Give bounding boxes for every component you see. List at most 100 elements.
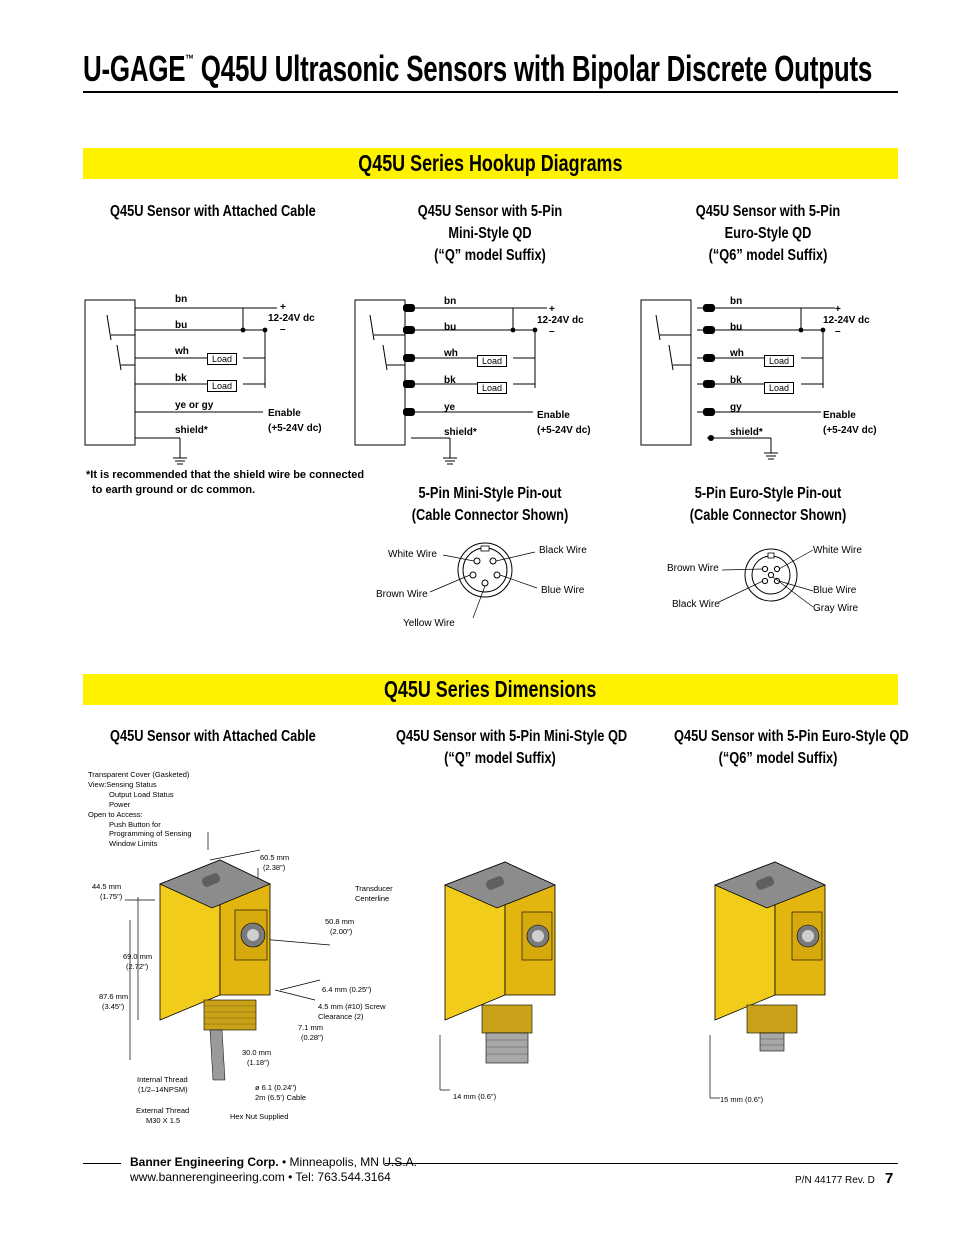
sensor-attached-cable-drawing bbox=[125, 832, 331, 1081]
minus-label: – bbox=[280, 324, 286, 335]
dim-605: 60.5 mm bbox=[260, 853, 290, 862]
wire-label-gy: gy bbox=[730, 402, 742, 413]
pin-label-white: White Wire bbox=[388, 549, 437, 560]
callout-centerline: Centerline bbox=[355, 894, 390, 903]
callout-external-thread: External Thread bbox=[136, 1106, 190, 1115]
wire-label-shield: shield* bbox=[175, 425, 208, 436]
load-box: Load bbox=[207, 380, 238, 392]
supply-label: 12-24V dc bbox=[537, 315, 584, 326]
dim-61: ø 6.1 (0.24") bbox=[255, 1083, 297, 1092]
load-box: Load bbox=[477, 355, 508, 367]
supply-label: 12-24V dc bbox=[823, 315, 870, 326]
wire-label-ye-gy: ye or gy bbox=[175, 400, 214, 411]
wire-label-bu: bu bbox=[444, 322, 457, 333]
mini-pinout-heading: 5-Pin Mini-Style Pin-out (Cable Connecto… bbox=[411, 485, 569, 524]
dim-300-in: (1.18") bbox=[247, 1058, 270, 1067]
dim-445-in: (1.75") bbox=[100, 892, 123, 901]
wire-label-wh: wh bbox=[444, 348, 458, 359]
euro-qd-heading: Q45U Sensor with 5-Pin Euro-Style QD (“Q… bbox=[695, 203, 841, 264]
callout-internal-thread-spec: (1/2–14NPSM) bbox=[138, 1085, 188, 1094]
minus-label: – bbox=[835, 326, 841, 337]
dim-71-in: (0.28") bbox=[301, 1033, 324, 1042]
footer-rule-right bbox=[385, 1163, 898, 1164]
hookup-section-title: Q45U Series Hookup Diagrams bbox=[358, 150, 623, 176]
dim-508-in: (2.00") bbox=[330, 927, 353, 936]
load-box: Load bbox=[477, 382, 508, 394]
footer-company: Banner Engineering Corp. • Minneapolis, … bbox=[130, 1155, 417, 1169]
wire-label-ye: ye bbox=[444, 402, 456, 413]
wire-label-bn: bn bbox=[730, 296, 743, 307]
dim-attached-heading: Q45U Sensor with Attached Cable bbox=[110, 728, 316, 745]
callout-cover: Transparent Cover (Gasketed) bbox=[88, 770, 190, 779]
attached-cable-heading: Q45U Sensor with Attached Cable bbox=[110, 203, 316, 220]
callout-power: Power bbox=[109, 800, 131, 809]
wire-label-shield: shield* bbox=[730, 427, 763, 438]
enable-label: Enable bbox=[823, 410, 856, 421]
wire-label-bk: bk bbox=[730, 375, 742, 386]
enable-voltage-label: (+5-24V dc) bbox=[823, 425, 877, 436]
pin-label-black: Black Wire bbox=[539, 545, 587, 556]
footer-contact: www.bannerengineering.com • Tel: 763.544… bbox=[130, 1170, 391, 1184]
minus-label: – bbox=[549, 326, 555, 337]
sensor-mini-qd-drawing bbox=[439, 861, 557, 1091]
wire-label-bk: bk bbox=[175, 373, 187, 384]
euro-connector-face bbox=[718, 548, 814, 608]
enable-label: Enable bbox=[268, 408, 301, 419]
dimensions-section-band: Q45U Series Dimensions bbox=[83, 674, 898, 705]
mini-connector-face bbox=[429, 542, 538, 619]
wire-label-bu: bu bbox=[175, 320, 188, 331]
page-number: 7 bbox=[885, 1170, 894, 1187]
pin-label-brown: Brown Wire bbox=[376, 589, 428, 600]
plus-label: + bbox=[835, 304, 841, 315]
dim-euro-heading: Q45U Sensor with 5-Pin Euro-Style QD (“Q… bbox=[674, 728, 909, 767]
hookup-section-band: Q45U Series Hookup Diagrams bbox=[83, 148, 898, 179]
euro-qd-wiring-diagram bbox=[640, 299, 835, 460]
shield-footnote: *It is recommended that the shield wire … bbox=[86, 469, 365, 496]
mini-qd-wiring-diagram bbox=[354, 299, 547, 465]
dim-71: 7.1 mm bbox=[298, 1023, 324, 1032]
supply-label: 12-24V dc bbox=[268, 313, 315, 324]
mini-qd-heading: Q45U Sensor with 5-Pin Mini-Style QD (“Q… bbox=[417, 203, 563, 264]
pin-label-white: White Wire bbox=[813, 545, 862, 556]
dim-mini-heading: Q45U Sensor with 5-Pin Mini-Style QD (“Q… bbox=[396, 728, 628, 767]
wire-label-wh: wh bbox=[175, 346, 189, 357]
wire-label-wh: wh bbox=[730, 348, 744, 359]
dim-876-in: (3.45") bbox=[102, 1002, 125, 1011]
pin-label-blue: Blue Wire bbox=[541, 585, 585, 596]
callout-external-thread-spec: M30 X 1.5 bbox=[146, 1116, 181, 1125]
callout-hex-nut: Hex Nut Supplied bbox=[230, 1112, 289, 1121]
pin-label-blue: Blue Wire bbox=[813, 585, 857, 596]
sensor-euro-qd-drawing bbox=[709, 861, 827, 1099]
callout-prog: Programming of Sensing bbox=[109, 829, 192, 838]
wire-label-bu: bu bbox=[730, 322, 743, 333]
dim-690-in: (2.72") bbox=[126, 962, 149, 971]
dim-61-cable: 2m (6.5') Cable bbox=[255, 1093, 307, 1102]
load-box: Load bbox=[764, 355, 795, 367]
callout-internal-thread: Internal Thread bbox=[137, 1075, 188, 1084]
dim-605-in: (2.38") bbox=[263, 863, 286, 872]
load-box: Load bbox=[764, 382, 795, 394]
dimensions-section-title: Q45U Series Dimensions bbox=[384, 676, 597, 702]
page-title: U-GAGE™ Q45U Ultrasonic Sensors with Bip… bbox=[83, 48, 873, 89]
callout-open: Open to Access: bbox=[88, 810, 143, 819]
title-rule bbox=[83, 91, 898, 93]
pin-label-black: Black Wire bbox=[672, 599, 720, 610]
wire-label-bn: bn bbox=[175, 294, 188, 305]
dim-45-b: Clearance (2) bbox=[318, 1012, 364, 1021]
dim-300: 30.0 mm bbox=[242, 1048, 272, 1057]
enable-voltage-label: (+5-24V dc) bbox=[268, 423, 322, 434]
plus-label: + bbox=[280, 302, 286, 313]
pin-label-gray: Gray Wire bbox=[813, 603, 858, 614]
callout-transducer: Transducer bbox=[355, 884, 393, 893]
dim-64: 6.4 mm (0.25") bbox=[322, 985, 372, 994]
dim-445: 44.5 mm bbox=[92, 882, 122, 891]
euro-pinout-heading: 5-Pin Euro-Style Pin-out (Cable Connecto… bbox=[689, 485, 847, 524]
callout-output: Output Load Status bbox=[109, 790, 174, 799]
wire-label-bn: bn bbox=[444, 296, 457, 307]
dim-876: 87.6 mm bbox=[99, 992, 129, 1001]
wire-label-shield: shield* bbox=[444, 427, 477, 438]
enable-voltage-label: (+5-24V dc) bbox=[537, 425, 591, 436]
load-box: Load bbox=[207, 353, 238, 365]
callout-push: Push Button for bbox=[109, 820, 161, 829]
callout-view: View:Sensing Status bbox=[88, 780, 157, 789]
